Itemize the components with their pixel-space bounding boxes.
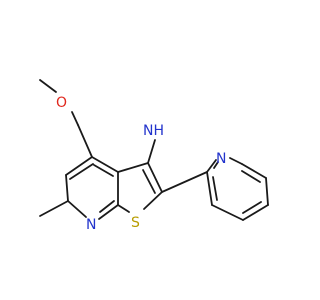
atom-label-pyridyl-nitrogen: N	[216, 151, 226, 167]
bond-py-C4-C3-inner	[242, 201, 262, 214]
atom-label-amine: NH	[143, 123, 164, 139]
bond-N-C7a-inner	[99, 200, 115, 213]
bond-N-C7a	[98, 204, 119, 220]
atom-label-pyridine-nitrogen: N	[86, 217, 96, 233]
bond-C3a-C3	[117, 162, 149, 173]
bond-C3a-C4-inner	[93, 164, 114, 177]
bond-CH2-C4	[77, 124, 93, 158]
bond-py-C2-N	[206, 159, 217, 173]
bond-py-C3-C2	[211, 204, 244, 221]
atom-label-oxygen: O	[56, 95, 67, 111]
bond-C6-N	[67, 200, 87, 218]
bond-C5-C6	[65, 174, 69, 202]
bond-C2-pyridyl	[161, 171, 208, 193]
bond-py-N-C6	[229, 157, 243, 165]
atom-label-sulfur: S	[131, 215, 140, 231]
bond-C2-S	[143, 191, 163, 210]
bond-C3-NH	[147, 139, 156, 164]
bond-C3-C2	[147, 162, 163, 193]
bond-py-N-inner	[213, 161, 219, 169]
bond-py-C5-C4	[265, 177, 269, 206]
bond-S-C7a	[117, 204, 130, 213]
bonds	[39, 79, 269, 221]
atom-labels: O NH N S N	[56, 95, 226, 233]
bond-C3-C2-inner	[142, 169, 156, 194]
bond-py-C2-C1	[206, 171, 213, 206]
bond-O-CH2	[71, 111, 79, 126]
bond-py-C4-C3	[242, 204, 269, 221]
bond-C4-C5-inner	[69, 163, 94, 180]
bond-C3a-C4	[91, 156, 119, 173]
bond-C4-C5	[65, 156, 93, 176]
bond-py-C6-C5-inner	[241, 170, 261, 183]
bond-methyl-O	[39, 79, 57, 93]
molecule-structure: O NH N S N	[39, 79, 269, 233]
bond-py-C6-C5	[241, 163, 267, 179]
bond-py-C2-C1-inner	[212, 176, 218, 201]
bond-C6-methyl	[39, 200, 69, 217]
